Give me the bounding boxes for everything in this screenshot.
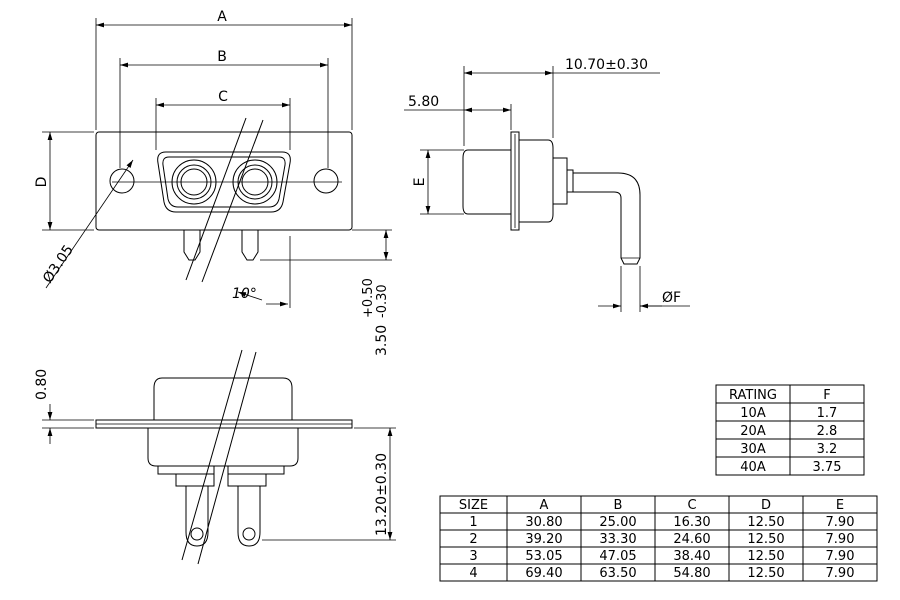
size-table-cell: 12.50 xyxy=(747,549,784,564)
d-shell-outer xyxy=(157,151,291,213)
bottom-shell xyxy=(153,377,293,421)
size-table-header-cell: E xyxy=(836,498,844,513)
dim-b-label: B xyxy=(217,49,227,65)
rating-table: RATING F 10A 1.7 20A 2.8 30A 3.2 40A 3.75 xyxy=(715,384,865,476)
size-table-header-cell: C xyxy=(687,498,696,513)
size-table-cell: 69.40 xyxy=(525,566,562,581)
size-table-cell: 24.60 xyxy=(673,532,710,547)
size-table-cell: 63.50 xyxy=(599,566,636,581)
rating-table-cell: 40A xyxy=(740,460,766,475)
dim-pin-tol-lower: -0.30 xyxy=(375,284,390,318)
mounting-hole-left xyxy=(109,168,135,194)
dim-flange-offset-label: 5.80 xyxy=(408,94,439,110)
size-table-cell: 16.30 xyxy=(673,515,710,530)
dim-pin-tol-upper: +0.50 xyxy=(361,278,376,318)
dim-flange-thickness-label: 0.80 xyxy=(34,369,50,400)
bottom-view: 0.80 13.20±0.30 xyxy=(34,349,396,565)
size-table-cell: 7.90 xyxy=(826,549,855,564)
size-table-header-cell: B xyxy=(614,498,623,513)
dim-pin-length: 3.50 xyxy=(374,325,390,356)
size-table: SIZE A B C D E 1 30.80 25.00 16.30 12.50 7.90 2 39.20… xyxy=(439,495,878,582)
size-table-cell: 12.50 xyxy=(747,515,784,530)
size-table-border xyxy=(439,495,878,582)
rating-table-cell: 10A xyxy=(740,406,766,421)
rating-table-cell: 30A xyxy=(740,442,766,457)
size-table-cell: 38.40 xyxy=(673,549,710,564)
dim-a-label: A xyxy=(217,9,227,25)
size-table-header-cell: SIZE xyxy=(459,498,488,513)
size-table-cell: 4 xyxy=(469,566,477,581)
bottom-pin-left xyxy=(185,486,209,547)
size-table-cell: 12.50 xyxy=(747,532,784,547)
dim-depth-label: 10.70±0.30 xyxy=(565,57,648,73)
size-table-cell: 53.05 xyxy=(525,549,562,564)
dim-d-label: D xyxy=(34,177,50,188)
size-table-cell: 33.30 xyxy=(599,532,636,547)
dim-overall-height-label: 13.20±0.30 xyxy=(374,453,390,536)
size-table-cell: 25.00 xyxy=(599,515,636,530)
size-table-cell: 1 xyxy=(469,515,477,530)
side-bent-pin xyxy=(573,172,641,265)
dim-angle-label: 10° xyxy=(232,286,257,302)
d-shell-inner xyxy=(162,156,286,208)
bottom-body xyxy=(147,427,299,467)
dim-hole-label: Ø3.05 xyxy=(40,242,77,286)
size-table-cell: 12.50 xyxy=(747,566,784,581)
bottom-pin-right xyxy=(237,486,261,547)
side-insulator xyxy=(518,139,554,223)
size-table-cell: 7.90 xyxy=(826,515,855,530)
pin-left xyxy=(183,230,201,261)
size-table-cell: 2 xyxy=(469,532,477,547)
dim-c-label: C xyxy=(218,89,228,105)
size-table-cell: 54.80 xyxy=(673,566,710,581)
rating-table-cell: 3.2 xyxy=(817,442,838,457)
size-table-cell: 7.90 xyxy=(826,532,855,547)
size-table-cell: 39.20 xyxy=(525,532,562,547)
size-table-cell: 47.05 xyxy=(599,549,636,564)
size-table-header-cell: D xyxy=(761,498,771,513)
rating-table-cell: 3.75 xyxy=(813,460,842,475)
rating-table-cell: 1.7 xyxy=(817,406,838,421)
size-table-cell: 7.90 xyxy=(826,566,855,581)
front-view: A B C D Ø3.05 10° 3.50 +0.50 -0.30 xyxy=(34,9,392,356)
size-table-header-cell: A xyxy=(540,498,549,513)
rating-table-cell: 20A xyxy=(740,424,766,439)
front-flange xyxy=(95,131,353,231)
side-view: 10.70±0.30 5.80 E ØF xyxy=(404,57,690,312)
rating-table-header-cell: F xyxy=(823,388,830,403)
mounting-hole-right xyxy=(313,168,339,194)
dim-wire-dia-label: ØF xyxy=(662,290,681,306)
rating-table-header-cell: RATING xyxy=(729,388,777,403)
size-table-cell: 30.80 xyxy=(525,515,562,530)
side-shell xyxy=(462,149,512,215)
size-table-cell: 3 xyxy=(469,549,477,564)
rating-table-cell: 2.8 xyxy=(817,424,838,439)
pin-right xyxy=(241,230,259,261)
dim-e-label: E xyxy=(412,178,428,187)
